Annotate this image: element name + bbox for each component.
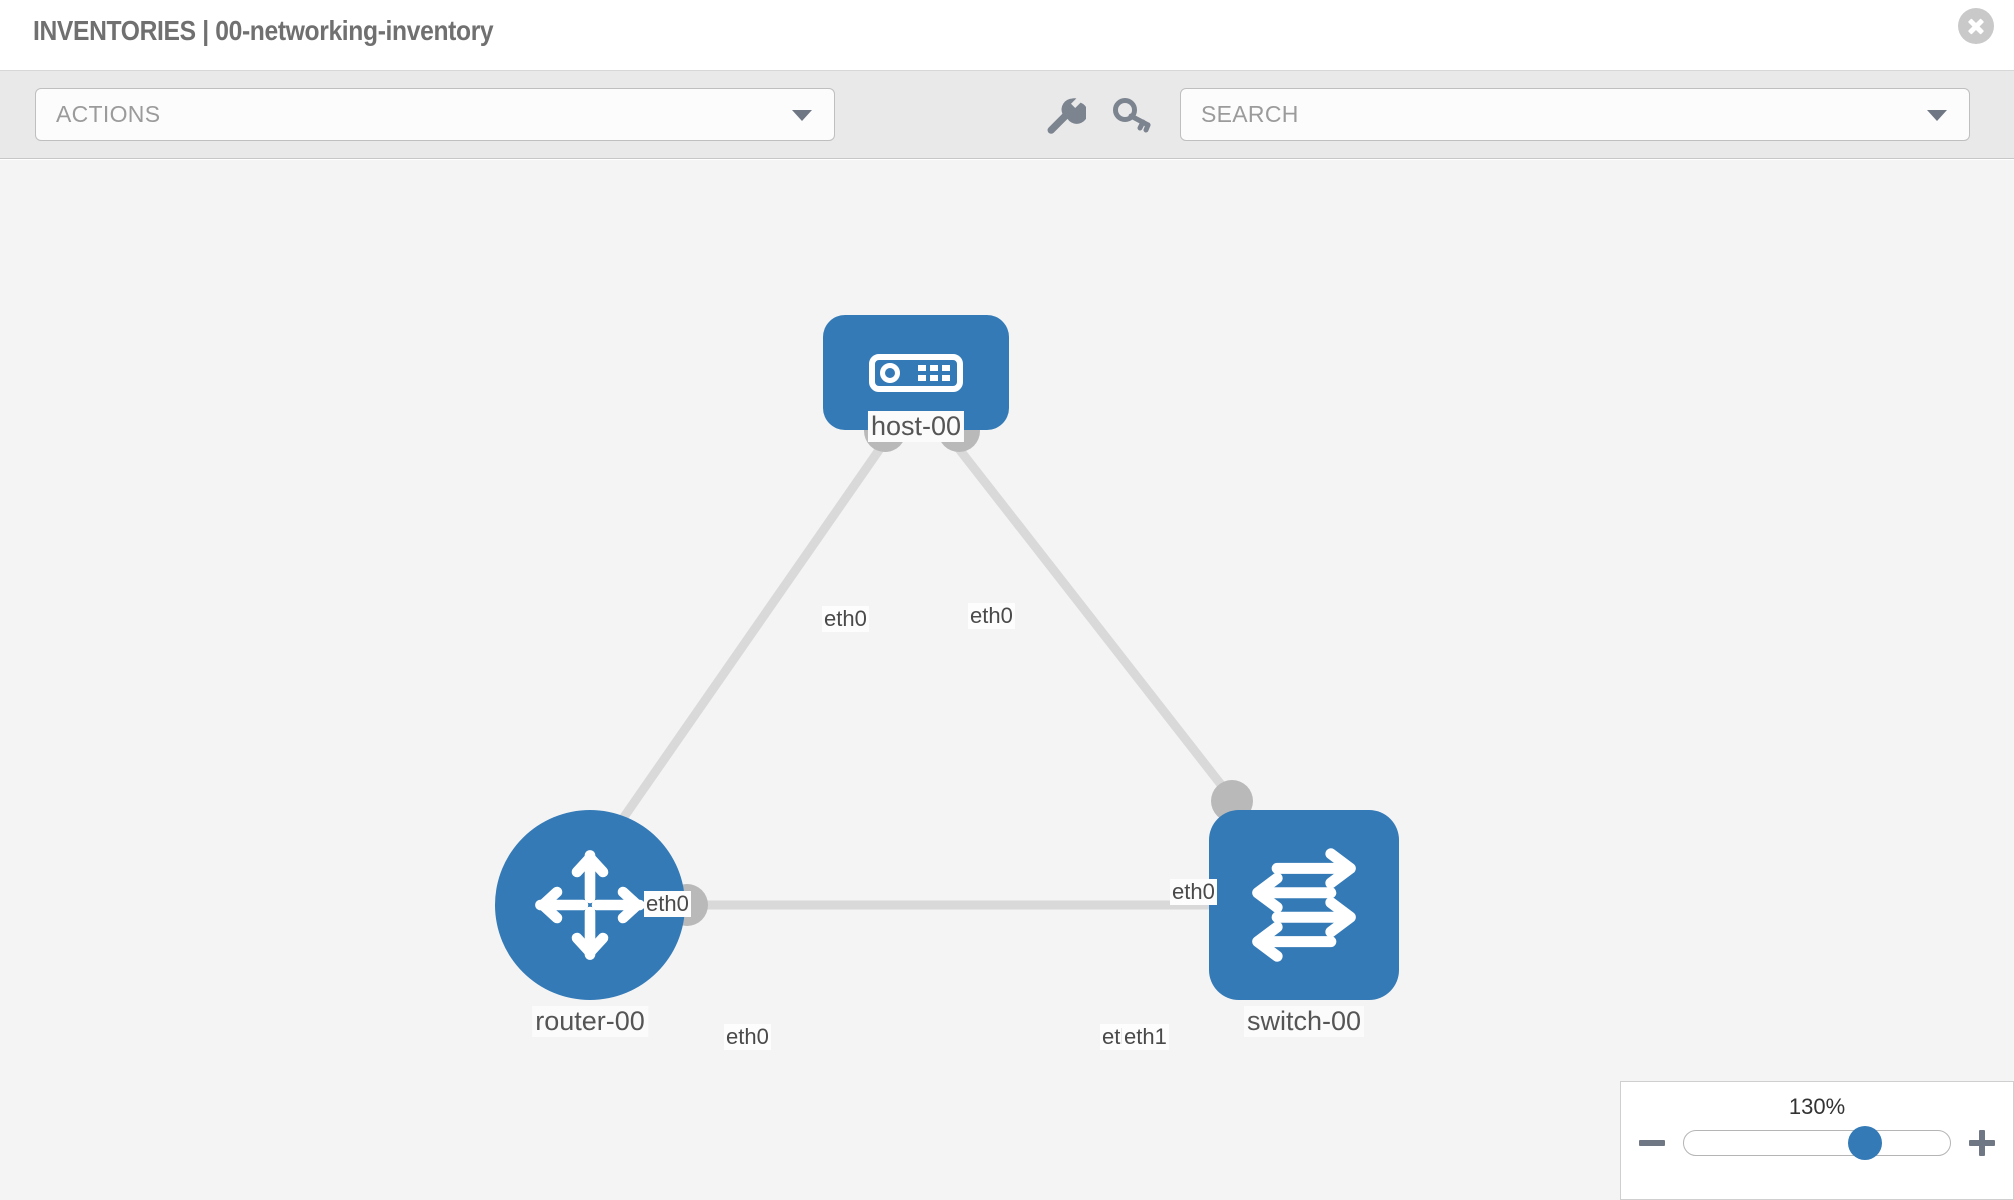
host-node-shape [823,315,1009,430]
plus-icon-vertical [1979,1130,1985,1156]
switch-arrows-icon [1252,848,1356,962]
zoom-level-value: 130% [1788,1094,1846,1119]
key-icon[interactable] [1110,93,1154,137]
link-host-switch [948,437,1262,835]
zoom-in-button[interactable] [1969,1130,1995,1156]
edge-label-switch-left-b: eth1 [1122,1024,1169,1050]
topology-node-host-00[interactable]: host-00 [823,315,1009,442]
router-node-label: router-00 [532,1006,648,1037]
edge-label-switch-up: eth0 [1170,879,1217,905]
topology-graph: host-00 router-00 [0,160,2014,1200]
zoom-slider[interactable] [1683,1126,1951,1160]
zoom-out-button[interactable] [1639,1130,1665,1156]
router-arrows-icon [535,850,645,960]
close-icon[interactable] [1958,8,1994,44]
search-input[interactable]: SEARCH [1180,88,1970,141]
minus-icon [1639,1140,1665,1146]
edge-label-router-right: eth0 [724,1024,771,1050]
topology-links [604,437,1262,910]
topology-canvas[interactable]: host-00 router-00 [0,160,2014,1200]
chevron-down-icon [792,109,812,121]
page-title: INVENTORIES | 00-networking-inventory [33,15,494,46]
switch-node-shape [1209,810,1399,1000]
switch-node-label: switch-00 [1243,1006,1365,1037]
actions-dropdown[interactable]: ACTIONS [35,88,835,141]
zoom-panel: 130% [1620,1081,2014,1200]
zoom-slider-thumb[interactable] [1847,1126,1882,1160]
edge-label-host-left: eth0 [822,606,869,632]
toolbar: ACTIONS SEARCH [0,71,2014,159]
actions-dropdown-label: ACTIONS [56,101,161,127]
topology-node-switch-00[interactable]: switch-00 [1209,810,1399,1037]
search-placeholder: SEARCH [1201,101,1299,127]
link-host-router [604,437,890,843]
page-header: INVENTORIES | 00-networking-inventory [0,0,2014,71]
zoom-controls [1621,1126,2013,1160]
server-icon [869,353,963,392]
chevron-down-icon [1927,109,1947,121]
wrench-icon[interactable] [1042,93,1088,137]
edge-label-host-right: eth0 [968,603,1015,629]
host-node-label: host-00 [867,411,965,442]
edge-label-router-up: eth0 [644,891,691,917]
